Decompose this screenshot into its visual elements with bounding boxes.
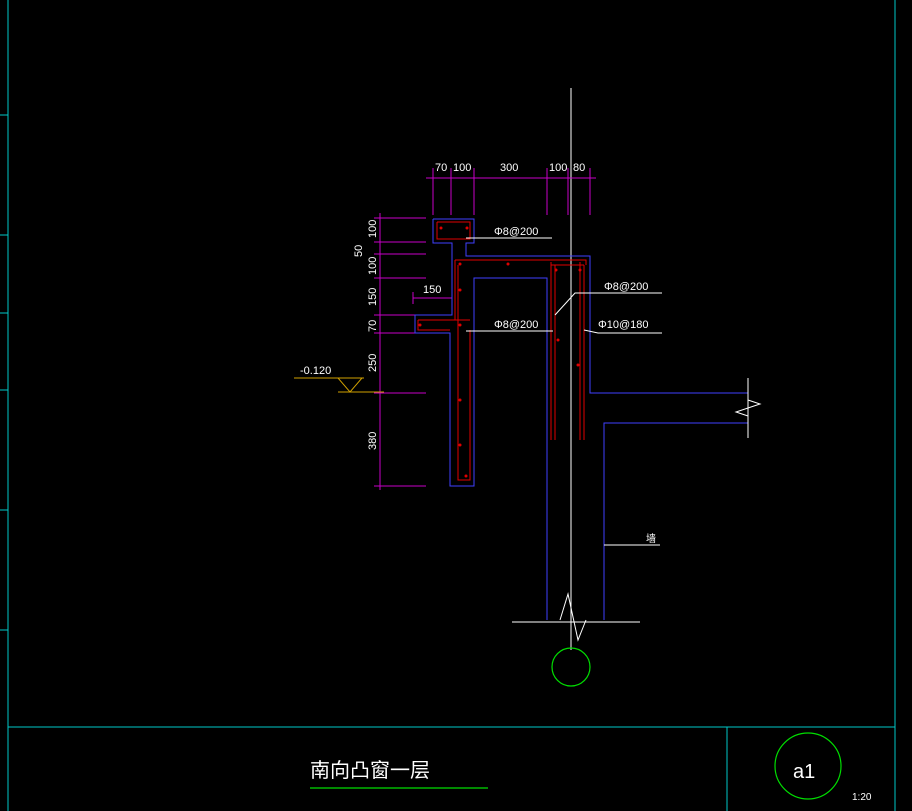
- rebar-label-right-2: Φ10@180: [598, 319, 649, 331]
- dim-inner-150: 150: [423, 284, 441, 296]
- dim-top-100b: 100: [549, 162, 567, 174]
- axis-bubble: [551, 647, 591, 687]
- dim-left-70: 70: [367, 320, 379, 332]
- rebar-label-right-1: Φ8@200: [604, 281, 648, 293]
- dim-top-100: 100: [453, 162, 471, 174]
- level-mark: [294, 377, 384, 393]
- rebar-label-left: Φ8@200: [494, 319, 538, 331]
- rebar-cage: [417, 221, 587, 481]
- dim-left-50: 50: [353, 245, 365, 257]
- detail-bubble: [774, 732, 842, 800]
- level-mark-text: -0.120: [300, 365, 331, 377]
- dim-left-380: 380: [367, 432, 379, 450]
- drawing-title: 南向凸窗一层: [310, 759, 430, 782]
- dim-left-100: 100: [367, 220, 379, 238]
- dim-top-70: 70: [435, 162, 447, 174]
- detail-id: a1: [793, 761, 815, 783]
- left-dimension-chain: [374, 213, 452, 490]
- scale-label: 1:20: [852, 792, 872, 803]
- dim-top-300: 300: [500, 162, 518, 174]
- rebar-label-top: Φ8@200: [494, 226, 538, 238]
- concrete-outline: [414, 218, 762, 620]
- dim-left-100b: 100: [367, 257, 379, 275]
- leader-lines: [466, 237, 662, 546]
- dim-top-80: 80: [573, 162, 585, 174]
- break-line: [512, 592, 640, 642]
- dim-left-250: 250: [367, 354, 379, 372]
- wall-label: 墙: [646, 532, 656, 545]
- dim-left-150: 150: [367, 288, 379, 306]
- top-dimension-chain: [426, 168, 596, 215]
